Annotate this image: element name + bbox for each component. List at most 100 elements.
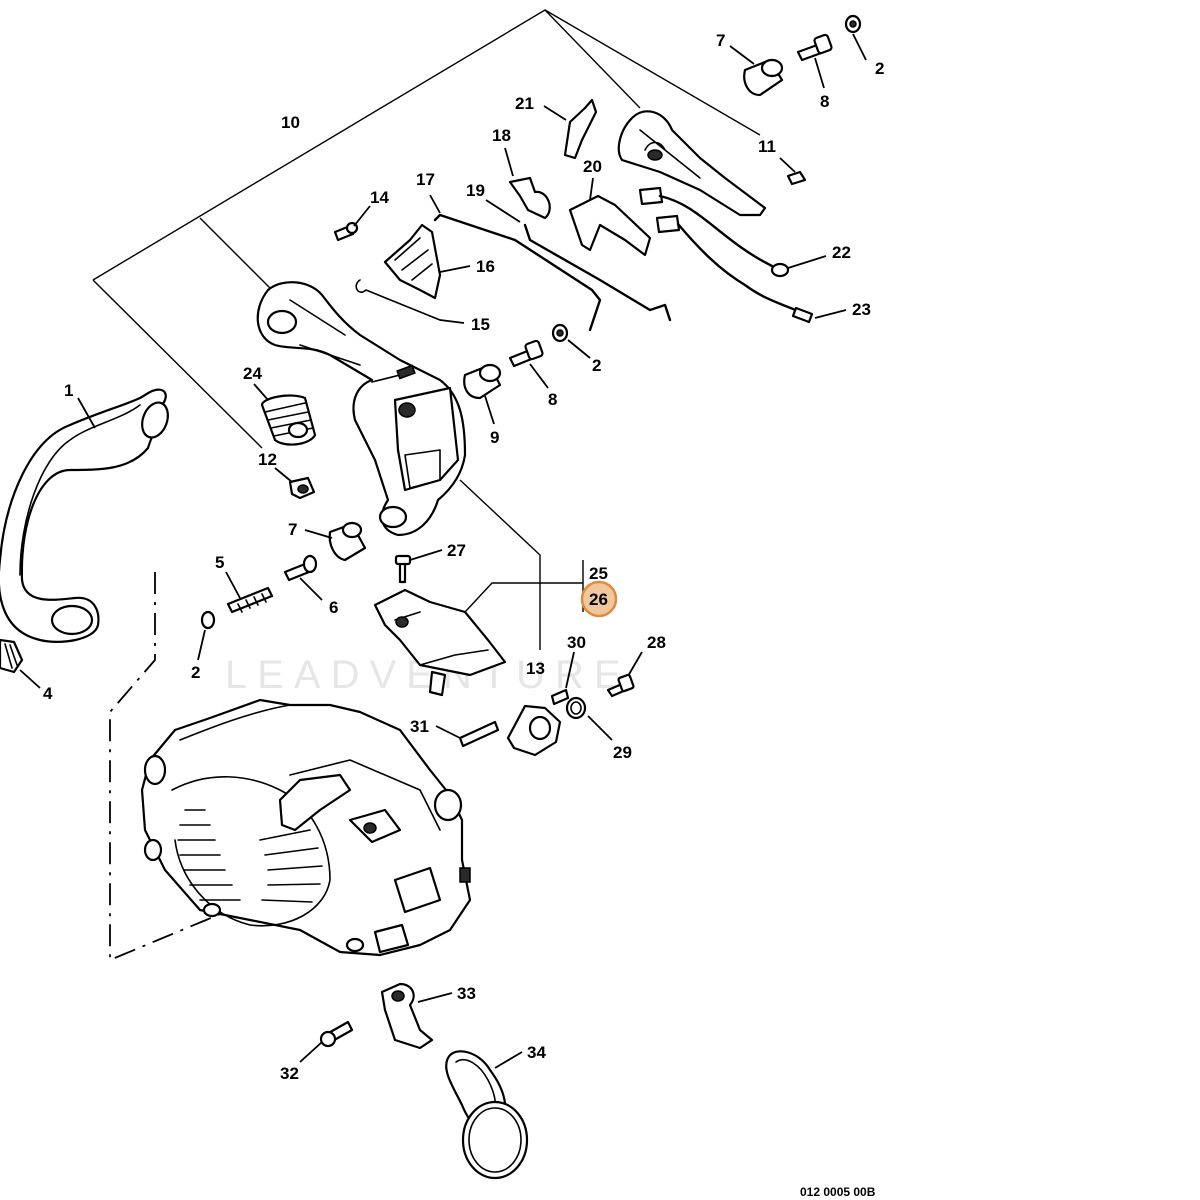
leader-33	[417, 992, 453, 1003]
callout-22: 22	[832, 243, 851, 262]
cover-plate-hole	[395, 616, 409, 628]
bracket-25-26	[464, 582, 583, 613]
rear-handle-slot	[404, 449, 441, 489]
av-spring-part-24	[260, 394, 317, 446]
cylinder-fins-left	[177, 809, 241, 901]
callout-1: 1	[64, 381, 73, 400]
handle-cover-hole	[647, 149, 663, 161]
leader-lines	[19, 33, 867, 1069]
callout-26: 26	[589, 590, 608, 609]
leader-31	[435, 725, 461, 739]
drawing-code: 012 0005 00B	[800, 1185, 876, 1199]
leader-30	[565, 651, 575, 689]
top-mount-parts	[743, 14, 862, 186]
callout-10: 10	[281, 113, 300, 132]
leader-8-middle	[529, 363, 549, 389]
bracket-10-11	[92, 9, 641, 281]
assembly-brackets	[92, 9, 761, 650]
washer-2-top-hole	[849, 20, 857, 28]
engine-housing-body	[140, 698, 472, 957]
cover-plate-part-25-26	[373, 588, 507, 697]
callout-8-middle: 8	[548, 390, 557, 409]
leader-2-middle	[567, 339, 591, 359]
callout-14: 14	[370, 188, 389, 207]
av-buffer-7-top-face	[760, 58, 784, 78]
parts-14-15-16	[333, 221, 442, 321]
spring-15	[355, 279, 441, 321]
handlebar-part-1	[0, 388, 169, 643]
screw-11	[786, 170, 807, 186]
housing-mount-hole	[363, 822, 377, 834]
callout-2-lower: 2	[191, 663, 200, 682]
bearing-housing-bore	[528, 715, 552, 741]
parts-18-20-21	[508, 98, 652, 257]
bracket-12	[92, 279, 263, 449]
callout-13: 13	[526, 659, 545, 678]
av-buffer-9-face	[478, 363, 502, 383]
part-18	[508, 176, 551, 220]
callout-33: 33	[457, 984, 476, 1003]
housing-slot	[459, 867, 471, 883]
connector-22	[638, 186, 664, 206]
callout-7-lower: 7	[288, 520, 297, 539]
callout-34: 34	[527, 1043, 546, 1062]
housing-boss-right	[433, 788, 463, 822]
cover-plate-body	[373, 588, 507, 677]
callout-7-top: 7	[716, 31, 725, 50]
bracket-33-hole	[391, 990, 405, 1002]
callout-2-middle: 2	[592, 356, 601, 375]
rod-19	[523, 223, 672, 322]
bracket-11	[544, 9, 761, 136]
leader-2-lower	[197, 629, 206, 661]
bracket-13	[459, 479, 541, 650]
rear-handle-bore	[266, 309, 298, 335]
pin-terminal-23	[791, 306, 814, 324]
dash-dot-lines	[109, 572, 231, 962]
housing-lower-bracket	[393, 866, 442, 914]
leader-11	[779, 157, 796, 173]
screw-32-head	[319, 1030, 337, 1048]
leader-19	[485, 199, 521, 223]
cover-plate-tab	[428, 670, 447, 697]
housing-boss-bottom	[202, 902, 222, 918]
leader-7-top	[729, 45, 755, 65]
leader-24	[253, 383, 269, 401]
part-30	[550, 688, 570, 706]
leader-2-top	[852, 33, 867, 61]
leader-5	[225, 571, 241, 599]
carburetor-tube	[278, 773, 352, 832]
plug-12-hole	[297, 484, 309, 494]
spring-24-coils	[264, 402, 314, 437]
leader-34	[494, 1051, 523, 1069]
rear-handle-lower-bore	[378, 505, 408, 529]
callout-5: 5	[215, 553, 224, 572]
av-buffer-7-lower-face	[341, 521, 363, 539]
leader-15	[439, 319, 465, 324]
screw-8-middle-head	[524, 339, 544, 361]
callout-27: 27	[447, 541, 466, 560]
handlebar-inner-line	[19, 404, 141, 576]
dash-line-left	[109, 572, 231, 962]
callout-25: 25	[589, 564, 608, 583]
leader-32	[299, 1041, 323, 1063]
ring-29	[565, 696, 587, 720]
cable-22	[658, 194, 774, 268]
handle-cover-part-11	[617, 110, 767, 217]
housing-boss-left	[143, 754, 167, 786]
leader-9	[484, 395, 495, 425]
leader-17	[429, 194, 441, 214]
housing-foot	[373, 923, 410, 954]
leader-12	[274, 467, 293, 483]
part-20	[568, 194, 652, 257]
callout-9: 9	[490, 428, 499, 447]
handle-cover-details	[639, 129, 701, 179]
callout-23: 23	[852, 300, 871, 319]
callout-24: 24	[243, 364, 262, 383]
housing-foot-boss	[345, 937, 365, 953]
leader-28	[627, 651, 643, 677]
leader-18	[504, 147, 514, 177]
callout-2-top: 2	[875, 59, 884, 78]
parts-28-31	[458, 673, 635, 757]
callout-30: 30	[567, 633, 586, 652]
